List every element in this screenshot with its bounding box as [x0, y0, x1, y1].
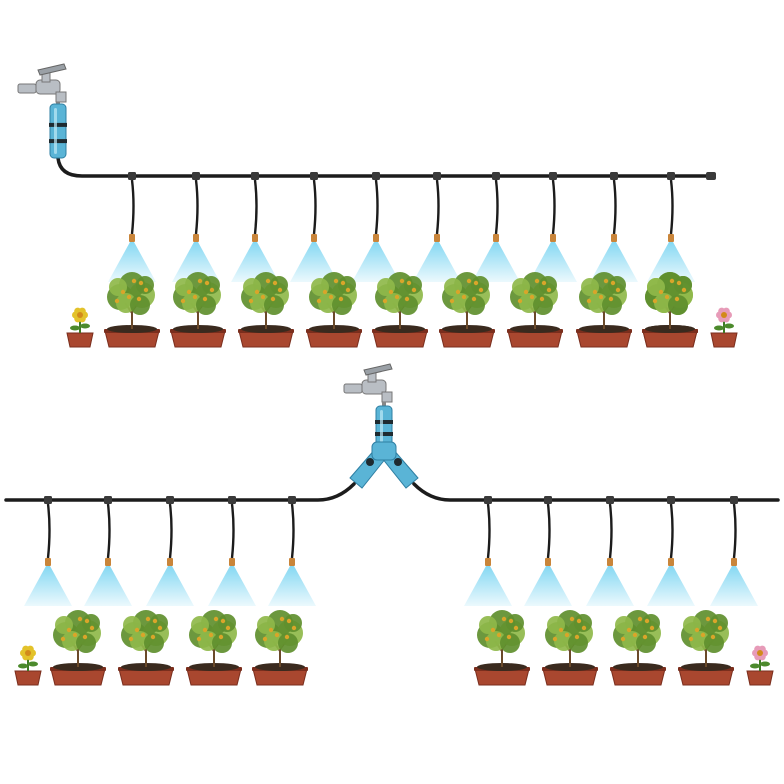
mist-nozzle-icon	[208, 496, 256, 606]
potted-plant-icon	[170, 272, 226, 348]
potted-plant-icon	[642, 272, 698, 348]
bottom-left-hose	[4, 482, 356, 502]
mist-nozzle-icon	[231, 172, 279, 282]
hose-end-cap	[706, 172, 716, 180]
hose-connector-icon	[375, 405, 393, 447]
mist-nozzle-icon	[24, 496, 72, 606]
potted-plant-icon	[474, 610, 530, 686]
mist-nozzle-icon	[172, 172, 220, 282]
potted-plant-icon	[372, 272, 428, 348]
flower-pot-icon	[14, 645, 42, 686]
mist-nozzle-icon	[146, 496, 194, 606]
flower-pot-icon	[710, 307, 738, 348]
mist-nozzle-icon	[84, 496, 132, 606]
mist-nozzle-icon	[290, 172, 338, 282]
mist-nozzle-icon	[524, 496, 572, 606]
top-main-hose	[56, 156, 714, 178]
hose-connector-icon	[49, 103, 67, 159]
mist-nozzle-icon	[472, 172, 520, 282]
potted-plant-icon	[238, 272, 294, 348]
bottom-right-hose	[412, 482, 780, 502]
top-irrigation-system	[56, 102, 716, 180]
potted-plant-icon	[50, 610, 106, 686]
potted-plant-icon	[118, 610, 174, 686]
mist-nozzle-icon	[268, 496, 316, 606]
y-splitter-icon	[349, 441, 419, 489]
potted-plant-icon	[542, 610, 598, 686]
faucet-icon	[343, 363, 393, 403]
potted-plant-icon	[678, 610, 734, 686]
mist-nozzle-icon	[647, 172, 695, 282]
mist-nozzle-icon	[108, 172, 156, 282]
mist-nozzle-icon	[647, 496, 695, 606]
potted-plant-icon	[306, 272, 362, 348]
potted-plant-icon	[439, 272, 495, 348]
mist-nozzle-icon	[710, 496, 758, 606]
flower-pot-icon	[66, 307, 94, 348]
potted-plant-icon	[186, 610, 242, 686]
mist-nozzle-icon	[586, 496, 634, 606]
potted-plant-icon	[507, 272, 563, 348]
potted-plant-icon	[610, 610, 666, 686]
faucet-icon	[17, 63, 67, 103]
mist-nozzle-icon	[352, 172, 400, 282]
mist-nozzle-icon	[529, 172, 577, 282]
potted-plant-icon	[252, 610, 308, 686]
flower-pot-icon	[746, 645, 774, 686]
potted-plant-icon	[104, 272, 160, 348]
mist-nozzle-icon	[413, 172, 461, 282]
mist-nozzle-icon	[590, 172, 638, 282]
potted-plant-icon	[576, 272, 632, 348]
mist-nozzle-icon	[464, 496, 512, 606]
